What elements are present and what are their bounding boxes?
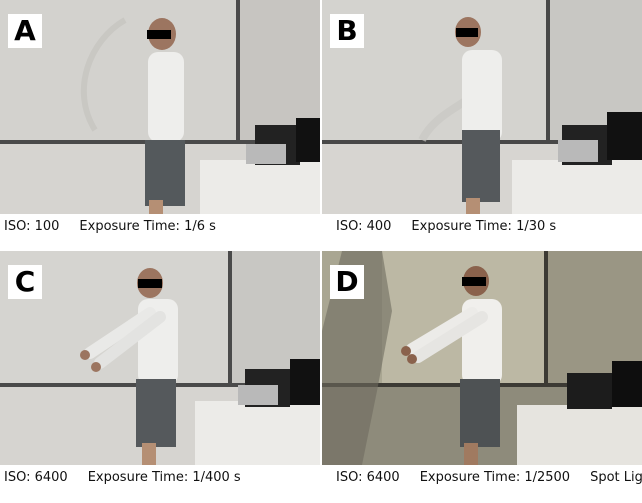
iso-value: ISO: 100 bbox=[4, 219, 60, 234]
iso-value: ISO: 6400 bbox=[4, 470, 68, 485]
caption: ISO: 100 Exposure Time: 1/6 s bbox=[4, 219, 256, 234]
photo-a bbox=[0, 0, 320, 214]
caption: ISO: 6400 Exposure Time: 1/400 s bbox=[4, 470, 281, 485]
panel-label: B bbox=[330, 14, 364, 48]
caption: ISO: 6400 Exposure Time: 1/2500 Spot Light bbox=[336, 470, 642, 485]
panel-b: B ISO: 400 Exposure Time: 1/30 s bbox=[322, 0, 642, 248]
panel-label: A bbox=[8, 14, 42, 48]
exposure-value: Exposure Time: 1/400 s bbox=[87, 470, 241, 485]
exposure-value: Exposure Time: 1/30 s bbox=[411, 219, 557, 234]
panel-c: C ISO: 6400 Exposure Time: 1/400 s bbox=[0, 251, 320, 499]
photo-d bbox=[322, 251, 642, 465]
panel-label: C bbox=[8, 265, 42, 299]
panel-a: A ISO: 100 Exposure Time: 1/6 s bbox=[0, 0, 320, 248]
panel-d: D ISO: 6400 Exposure Time: 1/2500 Spot Lig… bbox=[322, 251, 642, 499]
exposure-value: Exposure Time: 1/6 s bbox=[79, 219, 216, 234]
panel-label: D bbox=[330, 265, 364, 299]
photo-b bbox=[322, 0, 642, 214]
photo-c bbox=[0, 251, 320, 465]
iso-value: ISO: 400 bbox=[336, 219, 392, 234]
lighting-note: Spot Light bbox=[590, 470, 642, 485]
caption: ISO: 400 Exposure Time: 1/30 s bbox=[336, 219, 596, 234]
iso-value: ISO: 6400 bbox=[336, 470, 400, 485]
exposure-value: Exposure Time: 1/2500 bbox=[419, 470, 571, 485]
